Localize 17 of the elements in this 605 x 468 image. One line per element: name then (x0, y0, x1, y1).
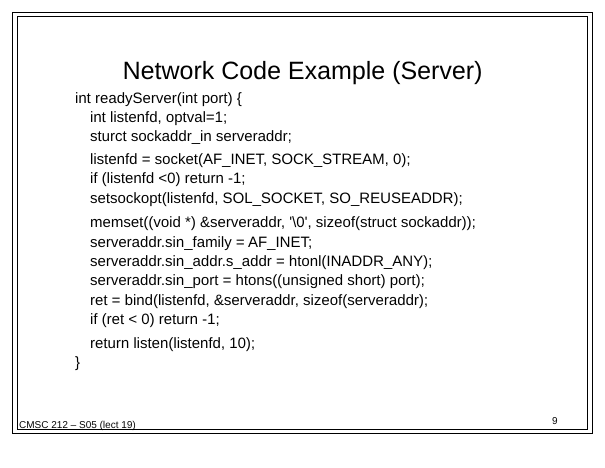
footer-text: CMSC 212 – S05 (lect 19) (19, 420, 136, 432)
code-line: sturct sockaddr_in serveraddr; (90, 128, 292, 146)
code-line: if (listenfd <0) return -1; (90, 170, 246, 188)
code-line: int readyServer(int port) { (75, 90, 242, 108)
code-line: setsockopt(listenfd, SOL_SOCKET, SO_REUSEADDR); (90, 190, 463, 208)
code-line: memset((void *) &serveraddr, '\0', sizeof(struct sockaddr)); (90, 214, 476, 232)
code-line: int listenfd, optval=1; (90, 109, 228, 127)
code-line: if (ret < 0) return -1; (90, 311, 220, 329)
slide-title: Network Code Example (Server) (122, 56, 484, 86)
code-line: listenfd = socket(AF_INET, SOCK_STREAM, 0); (90, 151, 411, 169)
code-line: ret = bind(listenfd, &serveraddr, sizeof(serveraddr); (90, 292, 428, 310)
code-line: return listen(listenfd, 10); (90, 335, 256, 353)
code-line: serveraddr.sin_addr.s_addr = htonl(INADDR_ANY); (90, 253, 432, 271)
page-number: 9 (552, 416, 558, 428)
code-line: } (75, 354, 80, 372)
code-line: serveraddr.sin_family = AF_INET; (90, 234, 312, 252)
code-line: serveraddr.sin_port = htons((unsigned short) port); (90, 272, 425, 290)
